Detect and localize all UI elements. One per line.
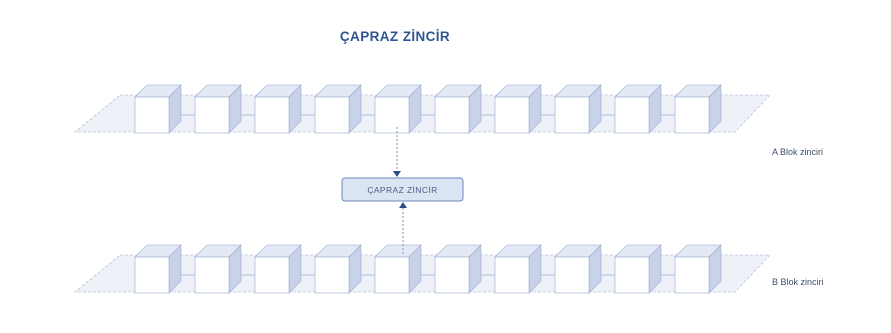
chain-b-block xyxy=(134,244,182,294)
block-front-face xyxy=(434,256,470,294)
block-front-face xyxy=(254,256,290,294)
chain-a-block xyxy=(494,84,542,134)
diagram-title: ÇAPRAZ ZİNCİR xyxy=(340,29,450,44)
block-front-face xyxy=(194,256,230,294)
chain-b-block xyxy=(254,244,302,294)
chain-a-block xyxy=(554,84,602,134)
block-front-face xyxy=(134,96,170,134)
chain-a-label: A Blok zinciri xyxy=(772,147,823,157)
block-front-face xyxy=(674,96,710,134)
chain-a-block xyxy=(314,84,362,134)
block-front-face xyxy=(674,256,710,294)
chain-b-blocks xyxy=(134,244,722,294)
block-front-face xyxy=(314,256,350,294)
cross-chain-box-label: ÇAPRAZ ZİNCİR xyxy=(367,185,437,195)
block-front-face xyxy=(614,96,650,134)
block-front-face xyxy=(374,96,410,134)
arrow-down-to-center xyxy=(393,171,401,177)
chain-b-block xyxy=(554,244,602,294)
block-front-face xyxy=(494,256,530,294)
block-front-face xyxy=(494,96,530,134)
chain-b-block xyxy=(374,244,422,294)
chain-a-block xyxy=(674,84,722,134)
chain-a-block xyxy=(194,84,242,134)
block-front-face xyxy=(254,96,290,134)
block-front-face xyxy=(314,96,350,134)
chain-a-block xyxy=(614,84,662,134)
chain-a-block xyxy=(434,84,482,134)
chain-b-block xyxy=(614,244,662,294)
block-front-face xyxy=(554,96,590,134)
cross-chain-box-rect xyxy=(341,177,464,202)
cross-chain-box: ÇAPRAZ ZİNCİR xyxy=(341,177,464,202)
chain-b-block xyxy=(434,244,482,294)
chain-b-block xyxy=(314,244,362,294)
chain-b-block xyxy=(674,244,722,294)
chain-a-block xyxy=(374,84,422,134)
chain-b-block xyxy=(194,244,242,294)
arrow-up-to-center xyxy=(399,202,407,208)
block-front-face xyxy=(554,256,590,294)
blockchain-b: B Blok zinciri xyxy=(73,244,824,294)
block-front-face xyxy=(614,256,650,294)
block-front-face xyxy=(434,96,470,134)
block-front-face xyxy=(134,256,170,294)
block-front-face xyxy=(194,96,230,134)
chain-b-block xyxy=(494,244,542,294)
chain-a-block xyxy=(134,84,182,134)
block-front-face xyxy=(374,256,410,294)
blockchain-a: A Blok zinciri xyxy=(73,84,823,157)
chain-b-label: B Blok zinciri xyxy=(772,277,824,287)
chain-a-blocks xyxy=(134,84,722,134)
chain-a-block xyxy=(254,84,302,134)
